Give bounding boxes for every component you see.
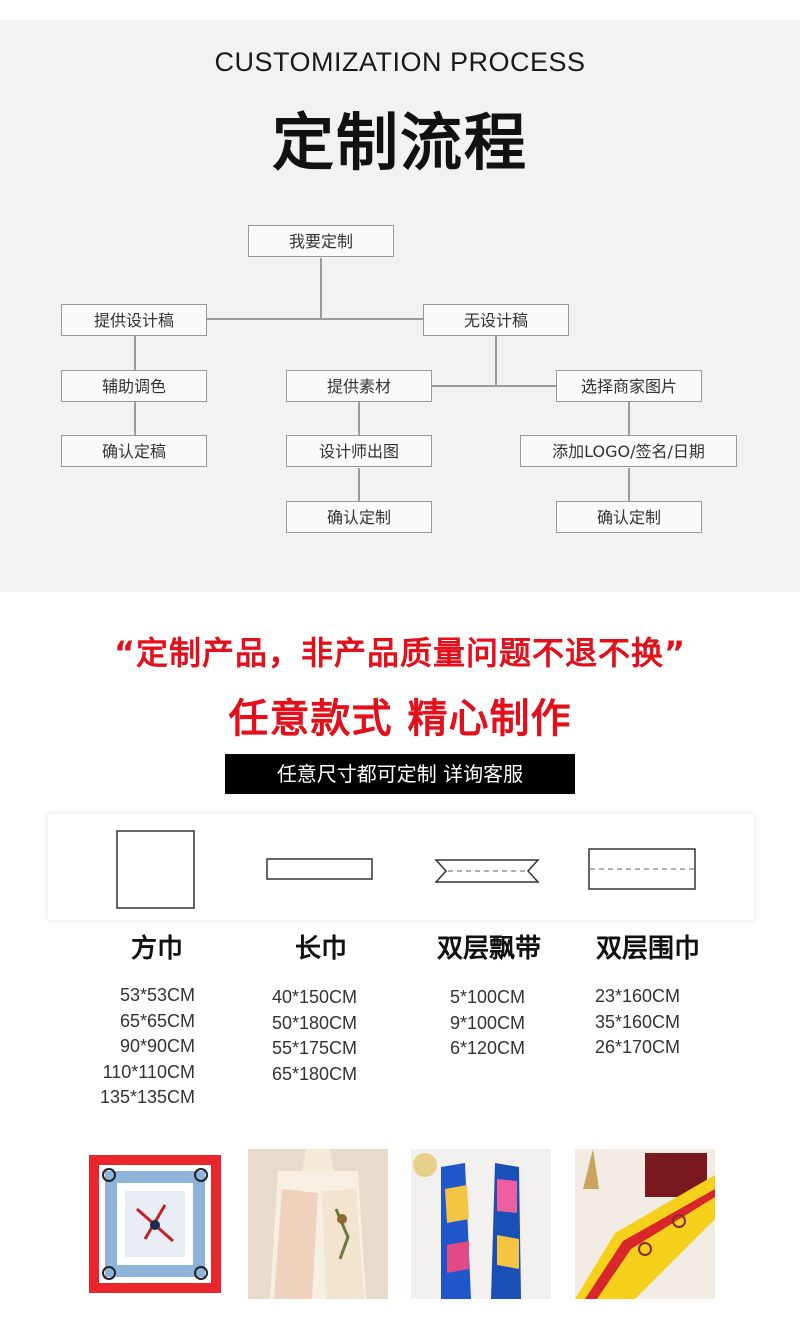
product-name: 方巾 — [130, 934, 183, 964]
size-item: 23*160CM — [595, 986, 681, 1006]
node-confirm-custom-a: 确认定制 — [286, 501, 432, 533]
size-item: 135*135CM — [99, 1087, 195, 1107]
size-item: 65*65CM — [119, 1010, 195, 1031]
node-designer-draw: 设计师出图 — [286, 435, 432, 467]
long-scarf-photo — [248, 1149, 388, 1299]
size-list-ribbon: 5*100CM 9*100CM 6*120CM — [450, 985, 525, 1062]
product-name: 双层飘带 — [436, 934, 541, 964]
craft-slogan: 任意款式 精心制作 — [228, 696, 572, 742]
node-choose-image: 选择商家图片 — [556, 370, 702, 402]
size-item: 35*160CM — [595, 1011, 681, 1032]
size-item: 9*100CM — [450, 1012, 526, 1033]
custom-size-badge: 任意尺寸都可定制 详询客服 — [225, 754, 575, 794]
size-list-long: 40*150CM 50*180CM 55*175CM 65*180CM — [272, 985, 357, 1087]
ribbon-icon — [434, 859, 540, 883]
return-policy-notice: “定制产品，非产品质量问题不退不换” — [113, 634, 687, 672]
connector — [358, 402, 360, 435]
size-item: 110*110CM — [102, 1061, 195, 1082]
node-confirm-custom-b: 确认定制 — [556, 501, 702, 533]
process-title-en: CUSTOMIZATION PROCESS — [214, 47, 586, 77]
connector — [628, 402, 630, 435]
connector — [358, 468, 360, 501]
connector — [495, 336, 497, 386]
node-start: 我要定制 — [248, 225, 394, 257]
node-assist-color: 辅助调色 — [61, 370, 207, 402]
product-name: 长巾 — [294, 934, 347, 964]
square-scarf-photo — [85, 1149, 225, 1299]
connector — [207, 318, 423, 320]
square-scarf-icon — [116, 830, 195, 909]
size-list-square: 53*53CM 65*65CM 90*90CM 110*110CM 135*13… — [100, 983, 195, 1111]
size-item: 5*100CM — [450, 987, 526, 1007]
connector — [320, 258, 322, 319]
product-name: 双层围巾 — [595, 934, 700, 964]
long-scarf-icon — [266, 858, 373, 880]
size-item: 55*175CM — [272, 1038, 358, 1058]
size-item: 90*90CM — [119, 1036, 195, 1056]
process-title-cn: 定制流程 — [271, 106, 528, 179]
connector — [134, 402, 136, 435]
process-flowchart: 我要定制 提供设计稿 无设计稿 辅助调色 提供素材 选择商家图片 确认定稿 设计… — [0, 20, 800, 592]
size-item: 50*180CM — [272, 1012, 358, 1033]
process-section: CUSTOMIZATION PROCESS 定制流程 我要定制 提供设计稿 无设… — [0, 20, 800, 592]
ribbon-photo — [411, 1149, 551, 1299]
connector — [628, 468, 630, 501]
node-provide-design: 提供设计稿 — [61, 304, 207, 336]
node-confirm-draft: 确认定稿 — [61, 435, 207, 467]
size-item: 65*180CM — [272, 1063, 358, 1084]
node-add-logo: 添加LOGO/签名/日期 — [520, 435, 737, 467]
size-list-double: 23*160CM 35*160CM 26*170CM — [595, 984, 680, 1061]
product-shape-strip — [48, 814, 754, 920]
size-item: 6*120CM — [450, 1038, 526, 1058]
connector — [432, 385, 556, 387]
size-item: 40*150CM — [272, 987, 358, 1007]
double-scarf-icon — [588, 848, 696, 890]
connector — [134, 336, 136, 370]
double-scarf-photo — [575, 1149, 715, 1299]
node-provide-material: 提供素材 — [286, 370, 432, 402]
size-item: 53*53CM — [119, 985, 195, 1005]
size-item: 26*170CM — [595, 1037, 681, 1057]
node-no-design: 无设计稿 — [423, 304, 569, 336]
